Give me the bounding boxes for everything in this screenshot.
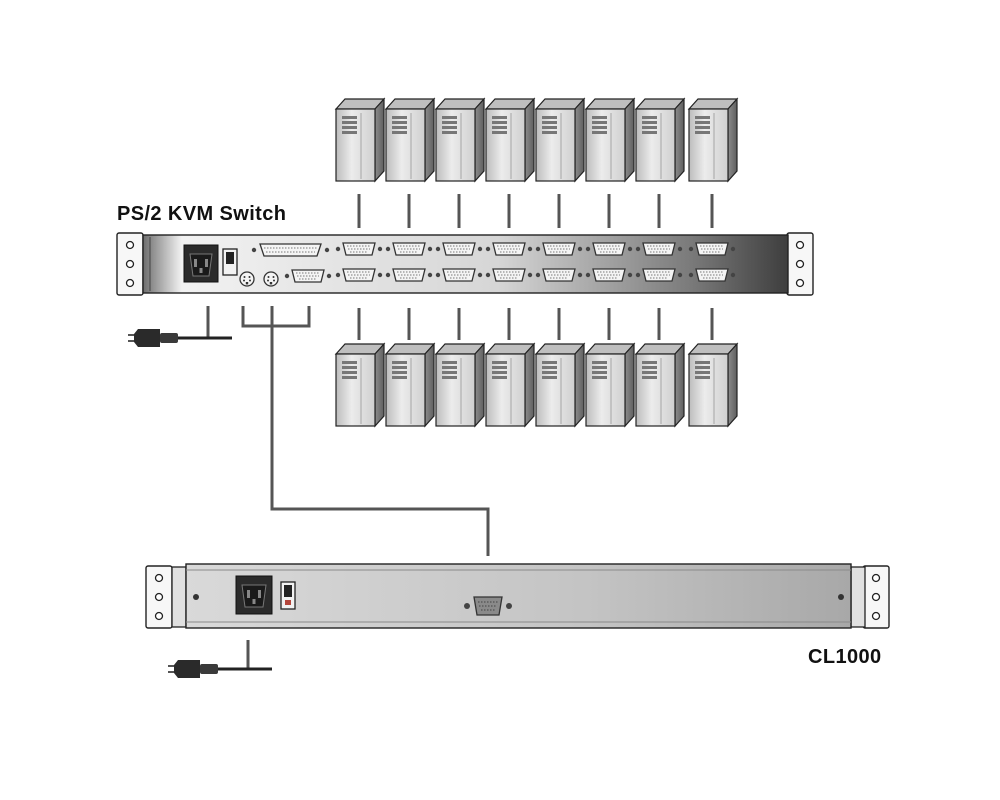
power-switch-icon [280,581,296,610]
power-inlet-icon [235,575,273,615]
computer-icon [585,343,635,427]
computer-icon [335,98,385,182]
rack-ear-left [145,565,173,629]
db25-port-icon [251,243,330,257]
computer-icon [635,343,685,427]
cl1000-panel [145,563,890,629]
cl1000-power-cord [166,640,274,680]
computer-icon [485,98,535,182]
ps2-port-icon [263,271,279,287]
computer-icon [435,343,485,427]
computer-icon [435,98,485,182]
ps2-port-icon [239,271,255,287]
computer-icon [535,98,585,182]
kvm-switch-panel [116,232,814,296]
console-cable [241,306,490,556]
computer-icon [385,343,435,427]
cables-top [357,194,714,228]
rack-ear-right [862,565,890,629]
power-plug-icon [126,327,234,349]
cl1000-label: CL1000 [808,646,882,668]
kvm-switch-label: PS/2 KVM Switch [117,203,287,225]
vga-port-icon [464,596,512,616]
computer-icon [385,98,435,182]
computer-icon [688,343,738,427]
power-inlet-icon [183,244,219,283]
cables-bottom [357,308,714,340]
rack-ear-left [116,232,144,296]
computer-group-top [335,98,738,182]
computer-group-bottom [335,343,738,427]
power-plug-icon [166,658,274,680]
computer-icon [485,343,535,427]
computer-icon [535,343,585,427]
computer-icon [585,98,635,182]
rack-ear-right [786,232,814,296]
power-switch-icon [222,248,238,276]
computer-icon [635,98,685,182]
kvm-power-cord [126,306,234,349]
computer-icon [335,343,385,427]
computer-icon [688,98,738,182]
